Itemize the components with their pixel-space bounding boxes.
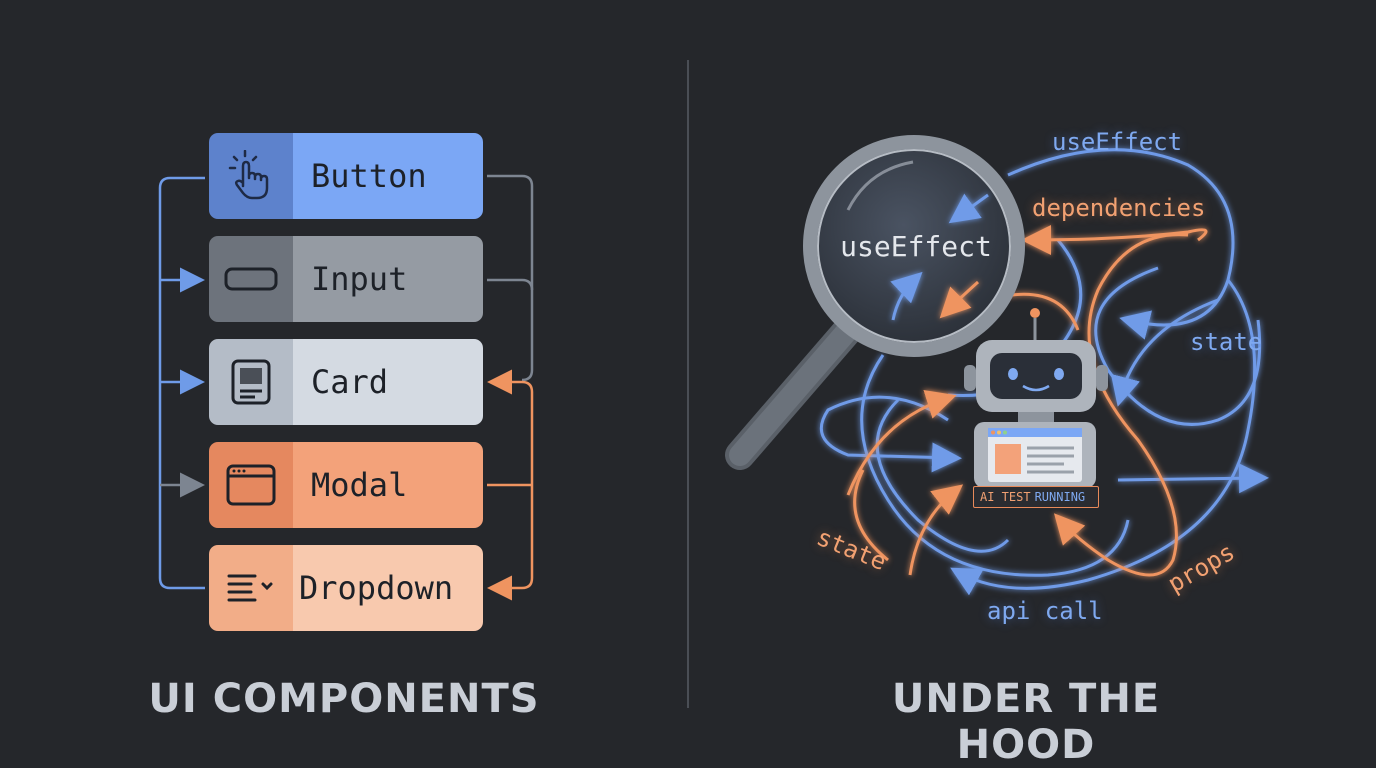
right-section-title: UNDER THE HOOD [891, 676, 1161, 768]
component-label: Modal [293, 442, 483, 528]
input-field-icon [209, 236, 293, 322]
badge-part-ai-test: AI TEST [980, 490, 1031, 504]
dropdown-list-icon [209, 545, 293, 631]
flow-label-state-right: state [1190, 328, 1263, 356]
right-rail-gray [487, 174, 534, 382]
panel-divider [687, 60, 689, 708]
right-rail-orange [487, 380, 534, 601]
card-icon [209, 339, 293, 425]
component-connectors [158, 174, 534, 601]
lens-label: useEffect [840, 230, 992, 263]
under-the-hood-graphic [725, 135, 1269, 596]
left-section-title: UI COMPONENTS [148, 676, 540, 722]
component-card[interactable]: Card [209, 339, 483, 425]
component-label: Card [293, 339, 483, 425]
badge-part-running: RUNNING [1034, 490, 1086, 504]
pointer-hand-icon [209, 133, 293, 219]
flow-label-api-call: api call [987, 597, 1103, 625]
component-modal[interactable]: Modal [209, 442, 483, 528]
modal-window-icon [209, 442, 293, 528]
flow-label-dependencies: dependencies [1032, 194, 1206, 222]
component-button[interactable]: Button [209, 133, 483, 219]
flow-label-useeffect: useEffect [1052, 128, 1183, 156]
component-label: Button [293, 133, 483, 219]
right-rail-input [487, 278, 534, 291]
component-input[interactable]: Input [209, 236, 483, 322]
component-dropdown[interactable]: Dropdown [209, 545, 483, 631]
magnifier-icon [725, 135, 1025, 470]
component-label: Input [293, 236, 483, 322]
component-label: Dropdown [293, 545, 483, 631]
ai-test-badge: AI TEST RUNNING [973, 486, 1099, 508]
robot-icon [964, 308, 1108, 488]
